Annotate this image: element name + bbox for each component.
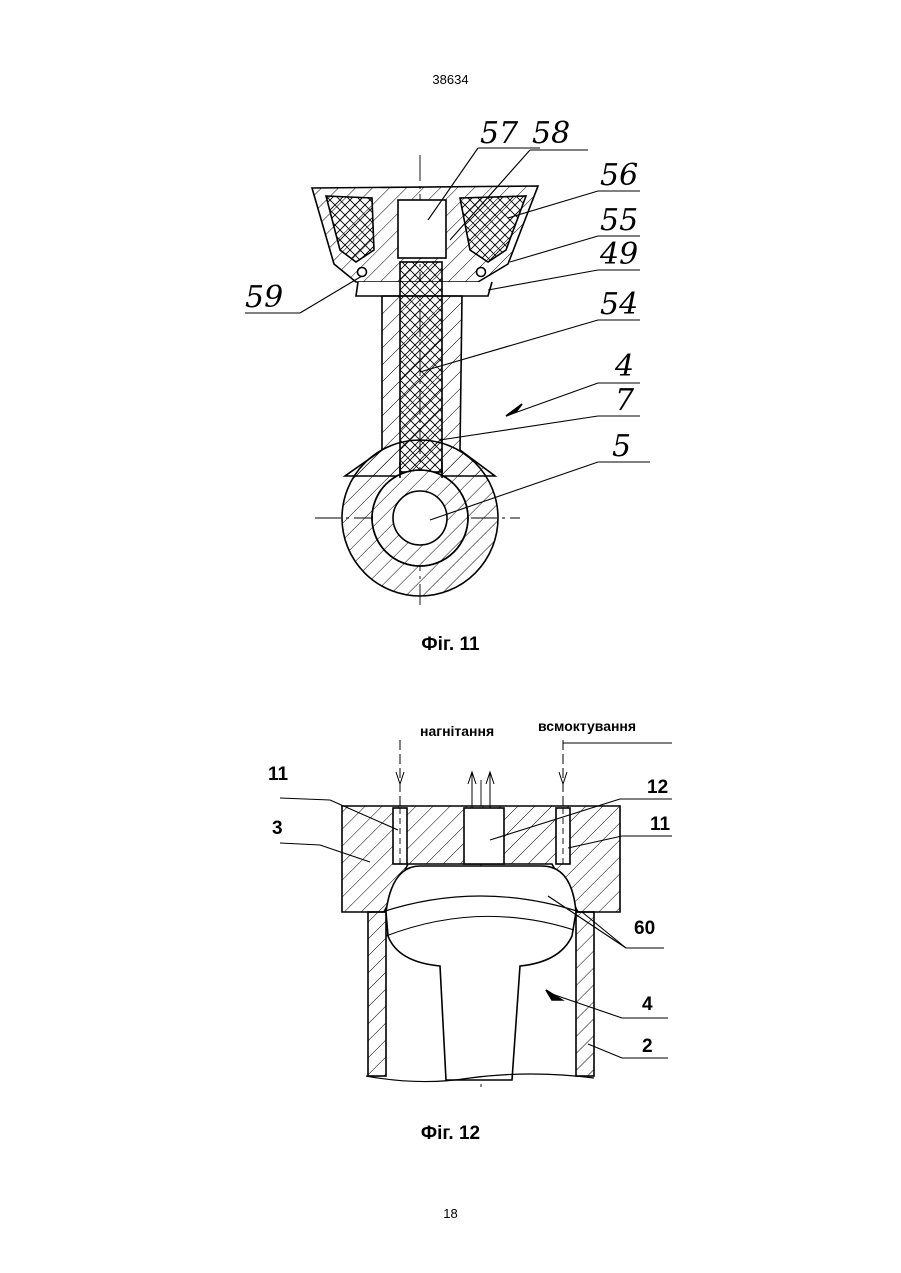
label-3: 3 (272, 818, 283, 839)
label-4: 4 (642, 994, 653, 1015)
page-number: 18 (0, 1206, 901, 1221)
flow-label-discharge: нагнітання (420, 723, 494, 739)
pin (393, 491, 447, 545)
label-2: 2 (642, 1036, 653, 1057)
label-49: 49 (599, 237, 638, 272)
figure-11-caption: Фіг. 11 (0, 634, 901, 656)
piston (386, 866, 576, 1080)
cylinder-wall-left (368, 912, 386, 1076)
label-7: 7 (615, 383, 635, 418)
piston-head-bore (398, 200, 446, 258)
figure-11-drawing (245, 148, 650, 605)
label-54: 54 (600, 287, 638, 322)
label-12: 12 (647, 777, 668, 798)
label-60: 60 (634, 918, 655, 939)
label-4: 4 (614, 349, 634, 384)
label-56: 56 (600, 158, 638, 193)
label-5: 5 (612, 429, 631, 464)
label-11-left: 11 (268, 764, 289, 785)
label-59: 59 (245, 280, 283, 315)
figure-12-caption: Фіг. 12 (0, 1123, 901, 1145)
cylinder-wall-right (576, 912, 594, 1076)
label-58: 58 (532, 116, 570, 151)
label-55: 55 (600, 203, 638, 238)
flow-label-suction: всмоктування (538, 718, 636, 734)
figure-12-drawing (280, 740, 672, 1088)
label-11-right: 11 (650, 814, 671, 835)
label-57: 57 (480, 116, 519, 151)
